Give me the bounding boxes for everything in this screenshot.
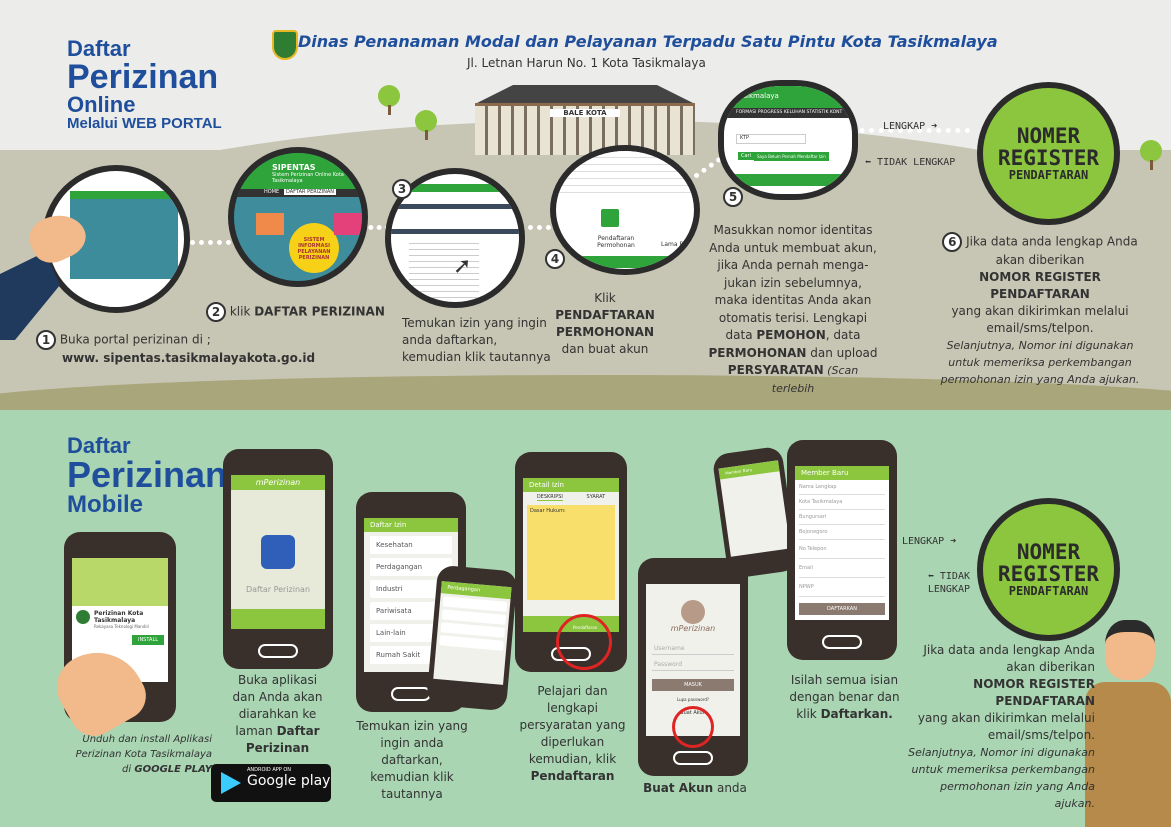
header-address: Jl. Letnan Harun No. 1 Kota Tasikmalaya	[467, 56, 706, 70]
play-triangle-icon	[221, 772, 241, 794]
daftar-perizinan-icon	[261, 535, 295, 569]
daftar-perizinan-menu[interactable]: Daftar Perizinan	[245, 585, 311, 594]
step5-caption: Masukkan nomor identitas Anda untuk memb…	[708, 223, 878, 395]
category-item[interactable]: Pariwisata	[370, 602, 452, 620]
masuk-button[interactable]: MASUK	[652, 679, 734, 691]
app-icon	[76, 610, 90, 624]
password-field[interactable]: Password	[652, 659, 734, 671]
portal-link[interactable]: www. sipentas.tasikmalayakota.go.id	[62, 351, 316, 365]
result-caption: Jika data anda lengkap Anda akan diberik…	[908, 643, 1095, 810]
step2-caption: 2 klik DAFTAR PERIZINAN	[206, 302, 385, 322]
app-logo	[681, 600, 705, 624]
step6-caption: 6 Jika data anda lengkap Anda akan diber…	[940, 232, 1140, 388]
highlight-circle	[672, 706, 714, 748]
belum-pernah-button[interactable]: Saya Belum Pernah Mendaftar Izin	[754, 152, 829, 161]
city-hall-building: BALE KOTA	[465, 85, 705, 155]
cari-button[interactable]: Cari	[738, 152, 754, 160]
pendaftaran-permohonan-link[interactable]: Pendaftaran Permohonan	[597, 235, 635, 249]
building-sign: BALE KOTA	[550, 109, 620, 117]
step1-caption: 1 Buka portal perizinan di ; www. sipent…	[36, 330, 315, 367]
fill-caption: Isilah semua isian dengan benar dan klik…	[789, 673, 900, 721]
category-item[interactable]: Perdagangan	[370, 558, 452, 576]
officer-illustration	[1085, 620, 1171, 827]
web-title: Daftar Perizinan Online Melalui WEB PORT…	[67, 36, 222, 132]
install-button[interactable]: INSTALL	[132, 635, 164, 645]
daftarkan-button[interactable]: DAFTARKAN	[799, 603, 885, 615]
form-icon	[601, 209, 619, 227]
step5-screenshot: Tasikmalaya FORMASI PROGRESS KELUHAN STA…	[718, 80, 858, 200]
tidak-lengkap-label: ⬅ TIDAK LENGKAP	[865, 157, 956, 168]
lengkap-label: LENGKAP ➜	[883, 121, 938, 132]
account-caption: Buat Akun anda	[643, 781, 747, 795]
step3-caption: Temukan izin yang ingin anda daftarkan, …	[402, 316, 551, 364]
open-app-caption: Buka aplikasi dan Anda akan diarahkan ke…	[232, 673, 323, 755]
header-title: Dinas Penanaman Modal dan Pelayanan Terp…	[298, 32, 998, 51]
phone-register: Member Baru Nama Lengkap Kota Tasikmalay…	[787, 440, 897, 660]
highlight-circle	[556, 614, 612, 670]
install-caption: Unduh dan install Aplikasi Perizinan Kot…	[75, 734, 212, 775]
mobile-title: Daftar Perizinan Mobile	[67, 433, 228, 518]
step4-screenshot: Pendaftaran Permohonan Lama Pe	[550, 145, 700, 275]
lengkap-label: LENGKAP ➜	[902, 536, 957, 547]
google-play-badge[interactable]: ANDROID APP ON Google play	[211, 764, 331, 802]
category-item[interactable]: Industri	[370, 580, 452, 598]
find-caption: Temukan izin yang ingin anda daftarkan, …	[356, 719, 468, 801]
phone-app-home: mPerizinan Daftar Perizinan	[223, 449, 333, 669]
daftar-perizinan-tab[interactable]: DAFTAR PERIZINAN	[283, 189, 336, 195]
category-item[interactable]: Kesehatan	[370, 536, 452, 554]
phone-subcategory: Perdagangan	[426, 564, 518, 712]
city-logo	[272, 30, 298, 60]
username-field[interactable]: Username	[652, 643, 734, 655]
tidak-lengkap-label: ⬅ TIDAK LENGKAP	[927, 571, 970, 595]
learn-caption: Pelajari dan lengkapi persyaratan yang d…	[519, 684, 626, 783]
step2-screenshot: SIPENTAS Sistem Perizinan Online Kota Ta…	[228, 147, 368, 287]
cursor-icon: ➚	[453, 254, 472, 279]
